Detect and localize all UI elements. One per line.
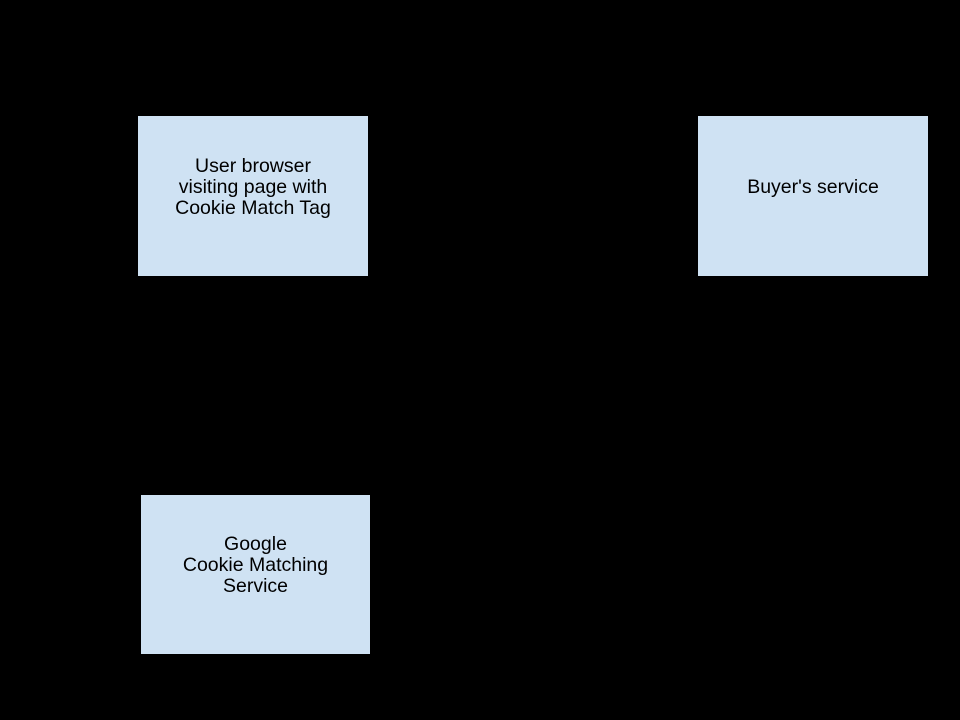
label-line: Cookie Match Tag xyxy=(175,196,331,219)
node-google-cookie-matching-service: Google Cookie Matching Service xyxy=(140,494,371,655)
label-line: visiting page with xyxy=(178,175,328,198)
label-line: Cookie Matching xyxy=(182,554,329,576)
label-line: Buyer's service xyxy=(747,175,879,198)
node-google-cookie-matching-service-label: Google Cookie Matching Service xyxy=(183,534,328,597)
label-line: User browser xyxy=(195,154,311,177)
node-buyers-service: Buyer's service xyxy=(697,115,929,277)
node-user-browser-label: User browser visiting page with Cookie M… xyxy=(175,154,331,219)
node-user-browser: User browser visiting page with Cookie M… xyxy=(137,115,369,277)
label-line: Service xyxy=(222,575,289,597)
label-line: Google xyxy=(224,533,287,555)
node-buyers-service-label: Buyer's service xyxy=(747,175,879,198)
